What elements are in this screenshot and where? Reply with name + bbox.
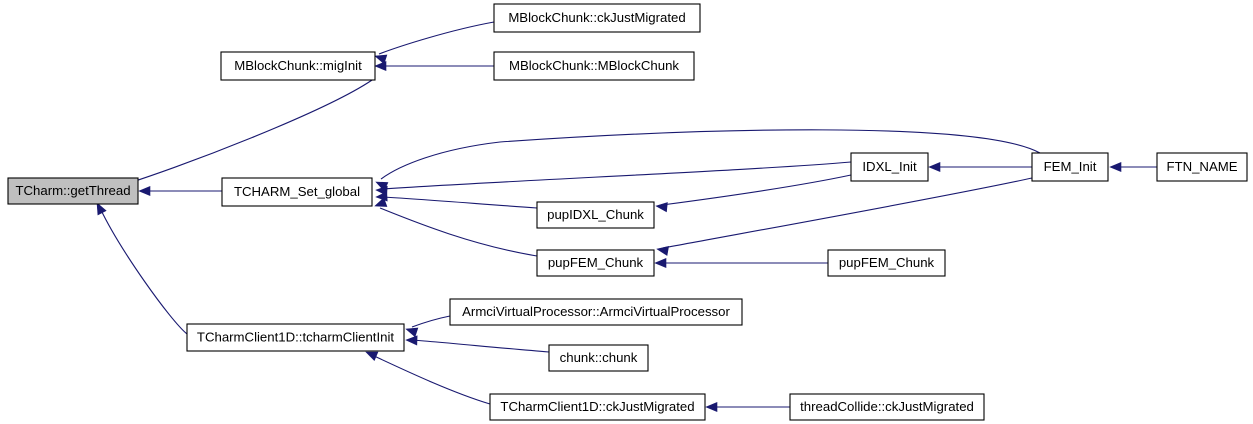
- edge-line: [381, 196, 538, 209]
- arrow-head-icon: [374, 60, 387, 72]
- graph-node[interactable]: MBlockChunk::ckJustMigrated: [493, 3, 701, 33]
- node-label: MBlockChunk::MBlockChunk: [509, 58, 679, 73]
- graph-node[interactable]: threadCollide::ckJustMigrated: [789, 393, 985, 421]
- arrow-head-icon: [374, 197, 388, 207]
- graph-node[interactable]: pupIDXL_Chunk: [536, 201, 655, 229]
- edge-line: [661, 174, 852, 206]
- call-edge: [405, 315, 451, 338]
- graph-node[interactable]: TCHARM_Set_global: [221, 177, 373, 207]
- node-box-root[interactable]: [7, 177, 139, 205]
- edge-line: [109, 77, 376, 190]
- call-edge: [365, 351, 491, 405]
- node-label: pupIDXL_Chunk: [547, 207, 644, 222]
- arrow-head-icon: [365, 351, 379, 362]
- graph-node[interactable]: MBlockChunk::MBlockChunk: [493, 51, 695, 81]
- edge-line: [371, 354, 491, 405]
- graph-node[interactable]: TCharmClient1D::tcharmClientInit: [186, 323, 405, 352]
- graph-node[interactable]: TCharmClient1D::ckJustMigrated: [489, 393, 706, 421]
- node-box[interactable]: [493, 51, 695, 81]
- node-box[interactable]: [186, 323, 405, 352]
- call-edge: [928, 161, 1032, 173]
- node-box[interactable]: [221, 177, 373, 207]
- node-box[interactable]: [548, 344, 649, 372]
- arrow-head-icon: [928, 161, 941, 173]
- call-edge: [655, 174, 852, 213]
- call-edge: [656, 177, 1033, 256]
- node-box[interactable]: [1156, 152, 1248, 182]
- node-label: IDXL_Init: [862, 159, 917, 174]
- edge-line: [381, 161, 852, 190]
- edge-line: [662, 177, 1033, 249]
- arrow-head-icon: [96, 202, 107, 216]
- edge-layer: [96, 21, 1157, 413]
- node-label: ArmciVirtualProcessor::ArmciVirtualProce…: [462, 304, 730, 319]
- call-edge: [375, 161, 852, 196]
- node-box[interactable]: [850, 152, 929, 182]
- call-edge: [1109, 161, 1157, 173]
- call-edge: [405, 335, 550, 353]
- node-box[interactable]: [493, 3, 701, 33]
- edge-line: [379, 207, 538, 257]
- call-edge: [705, 401, 790, 413]
- graph-node[interactable]: FEM_Init: [1031, 152, 1109, 182]
- call-edge: [102, 77, 376, 192]
- edge-line: [411, 315, 451, 328]
- graph-node[interactable]: FTN_NAME: [1156, 152, 1248, 182]
- graph-node[interactable]: pupFEM_Chunk: [827, 249, 946, 277]
- node-box[interactable]: [536, 249, 655, 277]
- call-edge: [374, 60, 494, 72]
- call-edge: [375, 129, 1041, 192]
- graph-node[interactable]: pupFEM_Chunk: [536, 249, 655, 277]
- arrow-head-icon: [656, 245, 670, 256]
- node-label: TCharm::getThread: [15, 183, 130, 198]
- graph-node[interactable]: TCharm::getThread: [7, 177, 139, 205]
- call-edge: [375, 191, 538, 209]
- node-box[interactable]: [489, 393, 706, 421]
- node-box[interactable]: [789, 393, 985, 421]
- arrow-head-icon: [405, 327, 419, 338]
- node-label: TCharmClient1D::ckJustMigrated: [500, 399, 694, 414]
- call-edge: [96, 202, 188, 335]
- edge-line: [99, 207, 188, 335]
- edge-line: [378, 21, 495, 55]
- node-box[interactable]: [449, 298, 743, 326]
- node-label: pupFEM_Chunk: [548, 255, 644, 270]
- arrow-head-icon: [375, 191, 388, 202]
- arrow-head-icon: [405, 335, 418, 346]
- call-edge: [654, 257, 828, 269]
- call-edge: [138, 185, 222, 197]
- node-label: FEM_Init: [1044, 159, 1097, 174]
- arrow-head-icon: [705, 401, 718, 413]
- node-box[interactable]: [827, 249, 946, 277]
- graph-node[interactable]: chunk::chunk: [548, 344, 649, 372]
- node-label: MBlockChunk::migInit: [234, 58, 362, 73]
- arrow-head-icon: [1109, 161, 1122, 173]
- node-label: MBlockChunk::ckJustMigrated: [508, 10, 685, 25]
- arrow-head-icon: [655, 202, 668, 213]
- node-label: TCHARM_Set_global: [234, 184, 360, 199]
- graph-node[interactable]: ArmciVirtualProcessor::ArmciVirtualProce…: [449, 298, 743, 326]
- node-layer: TCharm::getThread MBlockChunk::migInit MBl…: [7, 3, 1248, 421]
- arrow-head-icon: [374, 54, 388, 65]
- node-box[interactable]: [536, 201, 655, 229]
- graph-node[interactable]: IDXL_Init: [850, 152, 929, 182]
- node-label: chunk::chunk: [560, 350, 638, 365]
- arrow-head-icon: [654, 257, 667, 269]
- edge-line: [411, 339, 550, 353]
- node-label: FTN_NAME: [1166, 159, 1237, 174]
- edge-line: [380, 129, 1041, 180]
- node-box[interactable]: [220, 51, 376, 81]
- call-edge: [374, 21, 495, 65]
- call-edge: [374, 197, 538, 257]
- node-box[interactable]: [1031, 152, 1109, 182]
- node-label: threadCollide::ckJustMigrated: [800, 399, 974, 414]
- graph-node[interactable]: MBlockChunk::migInit: [220, 51, 376, 81]
- node-label: pupFEM_Chunk: [839, 255, 935, 270]
- node-label: TCharmClient1D::tcharmClientInit: [197, 329, 394, 344]
- arrow-head-icon: [138, 185, 151, 197]
